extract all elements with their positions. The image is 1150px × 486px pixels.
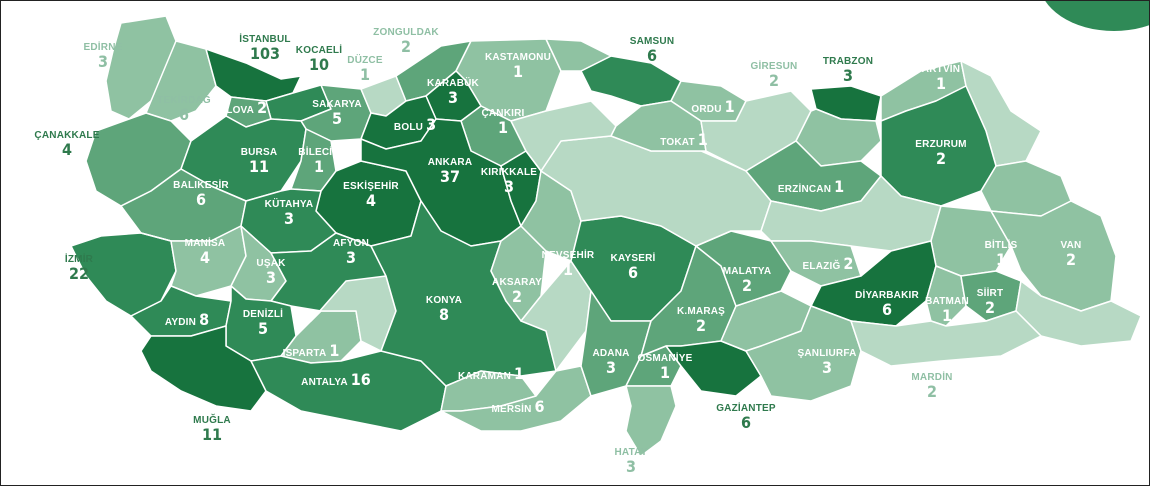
region-mardin[interactable]: [850, 310, 1042, 367]
region-izmir[interactable]: [70, 232, 177, 317]
region-aksaray[interactable]: [490, 225, 547, 322]
region-edirne[interactable]: [105, 15, 177, 120]
region-sinop[interactable]: [545, 38, 612, 72]
region-hakkari[interactable]: [1015, 280, 1142, 347]
region-mugla[interactable]: [140, 325, 267, 412]
region-antalya[interactable]: [250, 350, 447, 432]
region-malatya[interactable]: [695, 230, 792, 307]
region-hatay[interactable]: [625, 385, 677, 457]
